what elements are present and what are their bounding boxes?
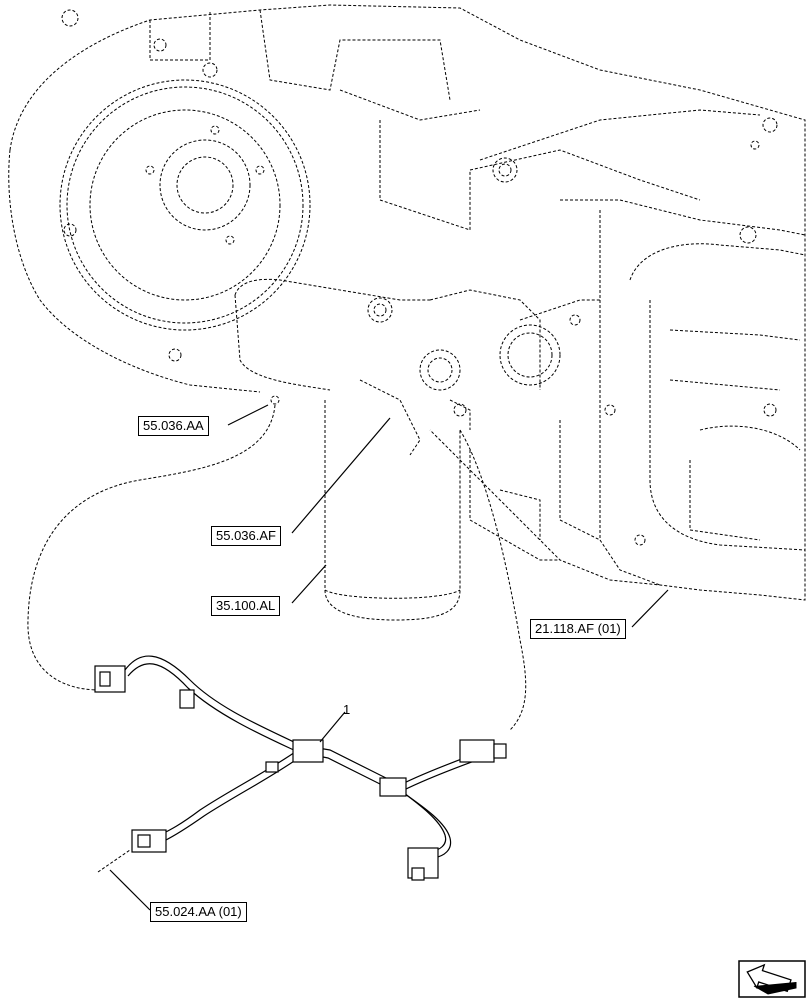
label-55-024-aa[interactable]: 55.024.AA (01) (150, 902, 247, 922)
label-35-100-al[interactable]: 35.100.AL (211, 596, 281, 616)
label-55-036-af[interactable]: 55.036.AF (211, 526, 281, 546)
wiring-harness (94, 655, 507, 881)
callout-number: 1 (343, 702, 351, 717)
leader-lines (109, 404, 669, 911)
background-assembly-phantom (8, 4, 806, 873)
label-21-118-af[interactable]: 21.118.AF (01) (530, 619, 626, 639)
label-55-036-aa[interactable]: 55.036.AA (138, 416, 209, 436)
next-page-arrow-icon[interactable] (738, 960, 806, 998)
